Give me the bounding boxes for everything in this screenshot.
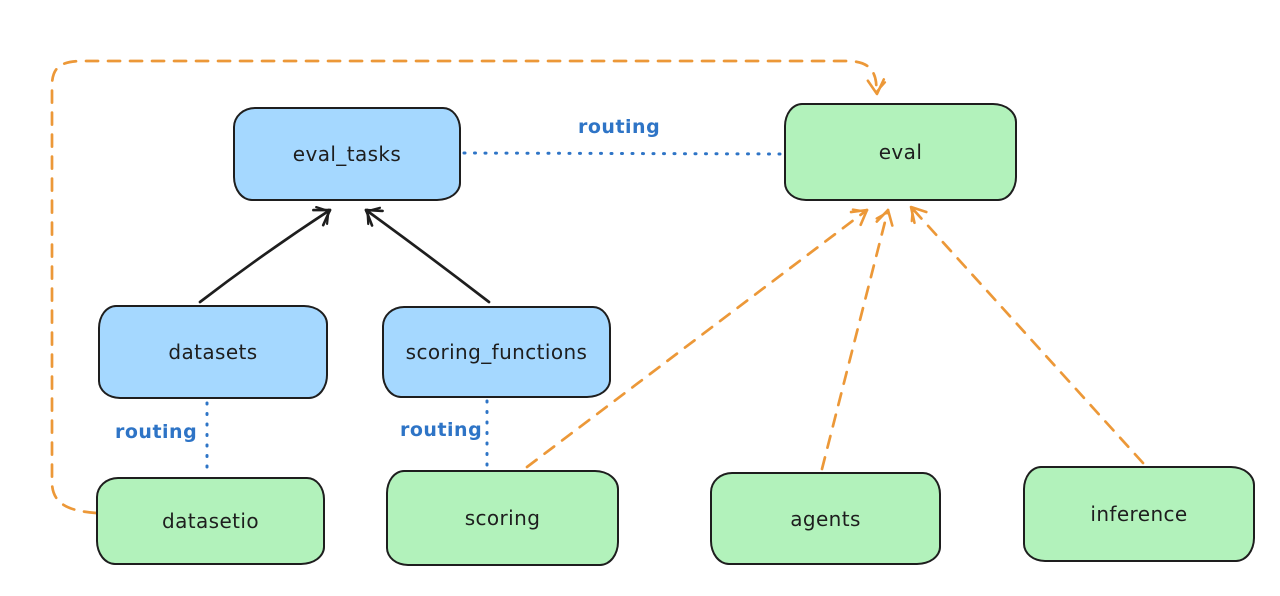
node-agents-label: agents [790,506,861,531]
edge-label-routing-datasets-datasetio: routing [115,421,198,443]
edge-label-routing-eval_tasks-eval: routing [578,116,661,138]
node-datasets-label: datasets [168,340,258,364]
node-scoring-label: scoring [464,506,541,530]
edge-scoring_functions-to-eval_tasks [364,206,491,304]
edge-inference-to-eval [909,205,1145,465]
edge-label-routing-scoring_functions-scoring: routing [400,419,483,441]
node-datasetio-label: datasetio [161,509,259,533]
node-eval: eval [784,103,1017,201]
node-scoring-functions-label: scoring_functions [405,340,588,364]
node-inference-label: inference [1090,502,1188,526]
edge-agents-to-eval [820,208,894,471]
edge-scoring-to-eval [525,208,869,469]
node-scoring-functions: scoring_functions [382,306,611,398]
node-datasets: datasets [98,305,328,399]
node-eval-tasks: eval_tasks [233,107,461,201]
node-datasetio: datasetio [96,477,325,565]
edge-datasetio-to-eval-loop [50,59,887,515]
node-eval-label: eval [878,140,923,164]
node-inference: inference [1023,466,1255,562]
edge-eval_tasks-to-eval-routing [462,151,784,156]
edge-datasets-to-eval_tasks [198,205,332,304]
node-eval-tasks-label: eval_tasks [292,142,402,166]
node-scoring: scoring [386,470,619,566]
node-agents: agents [710,472,941,565]
